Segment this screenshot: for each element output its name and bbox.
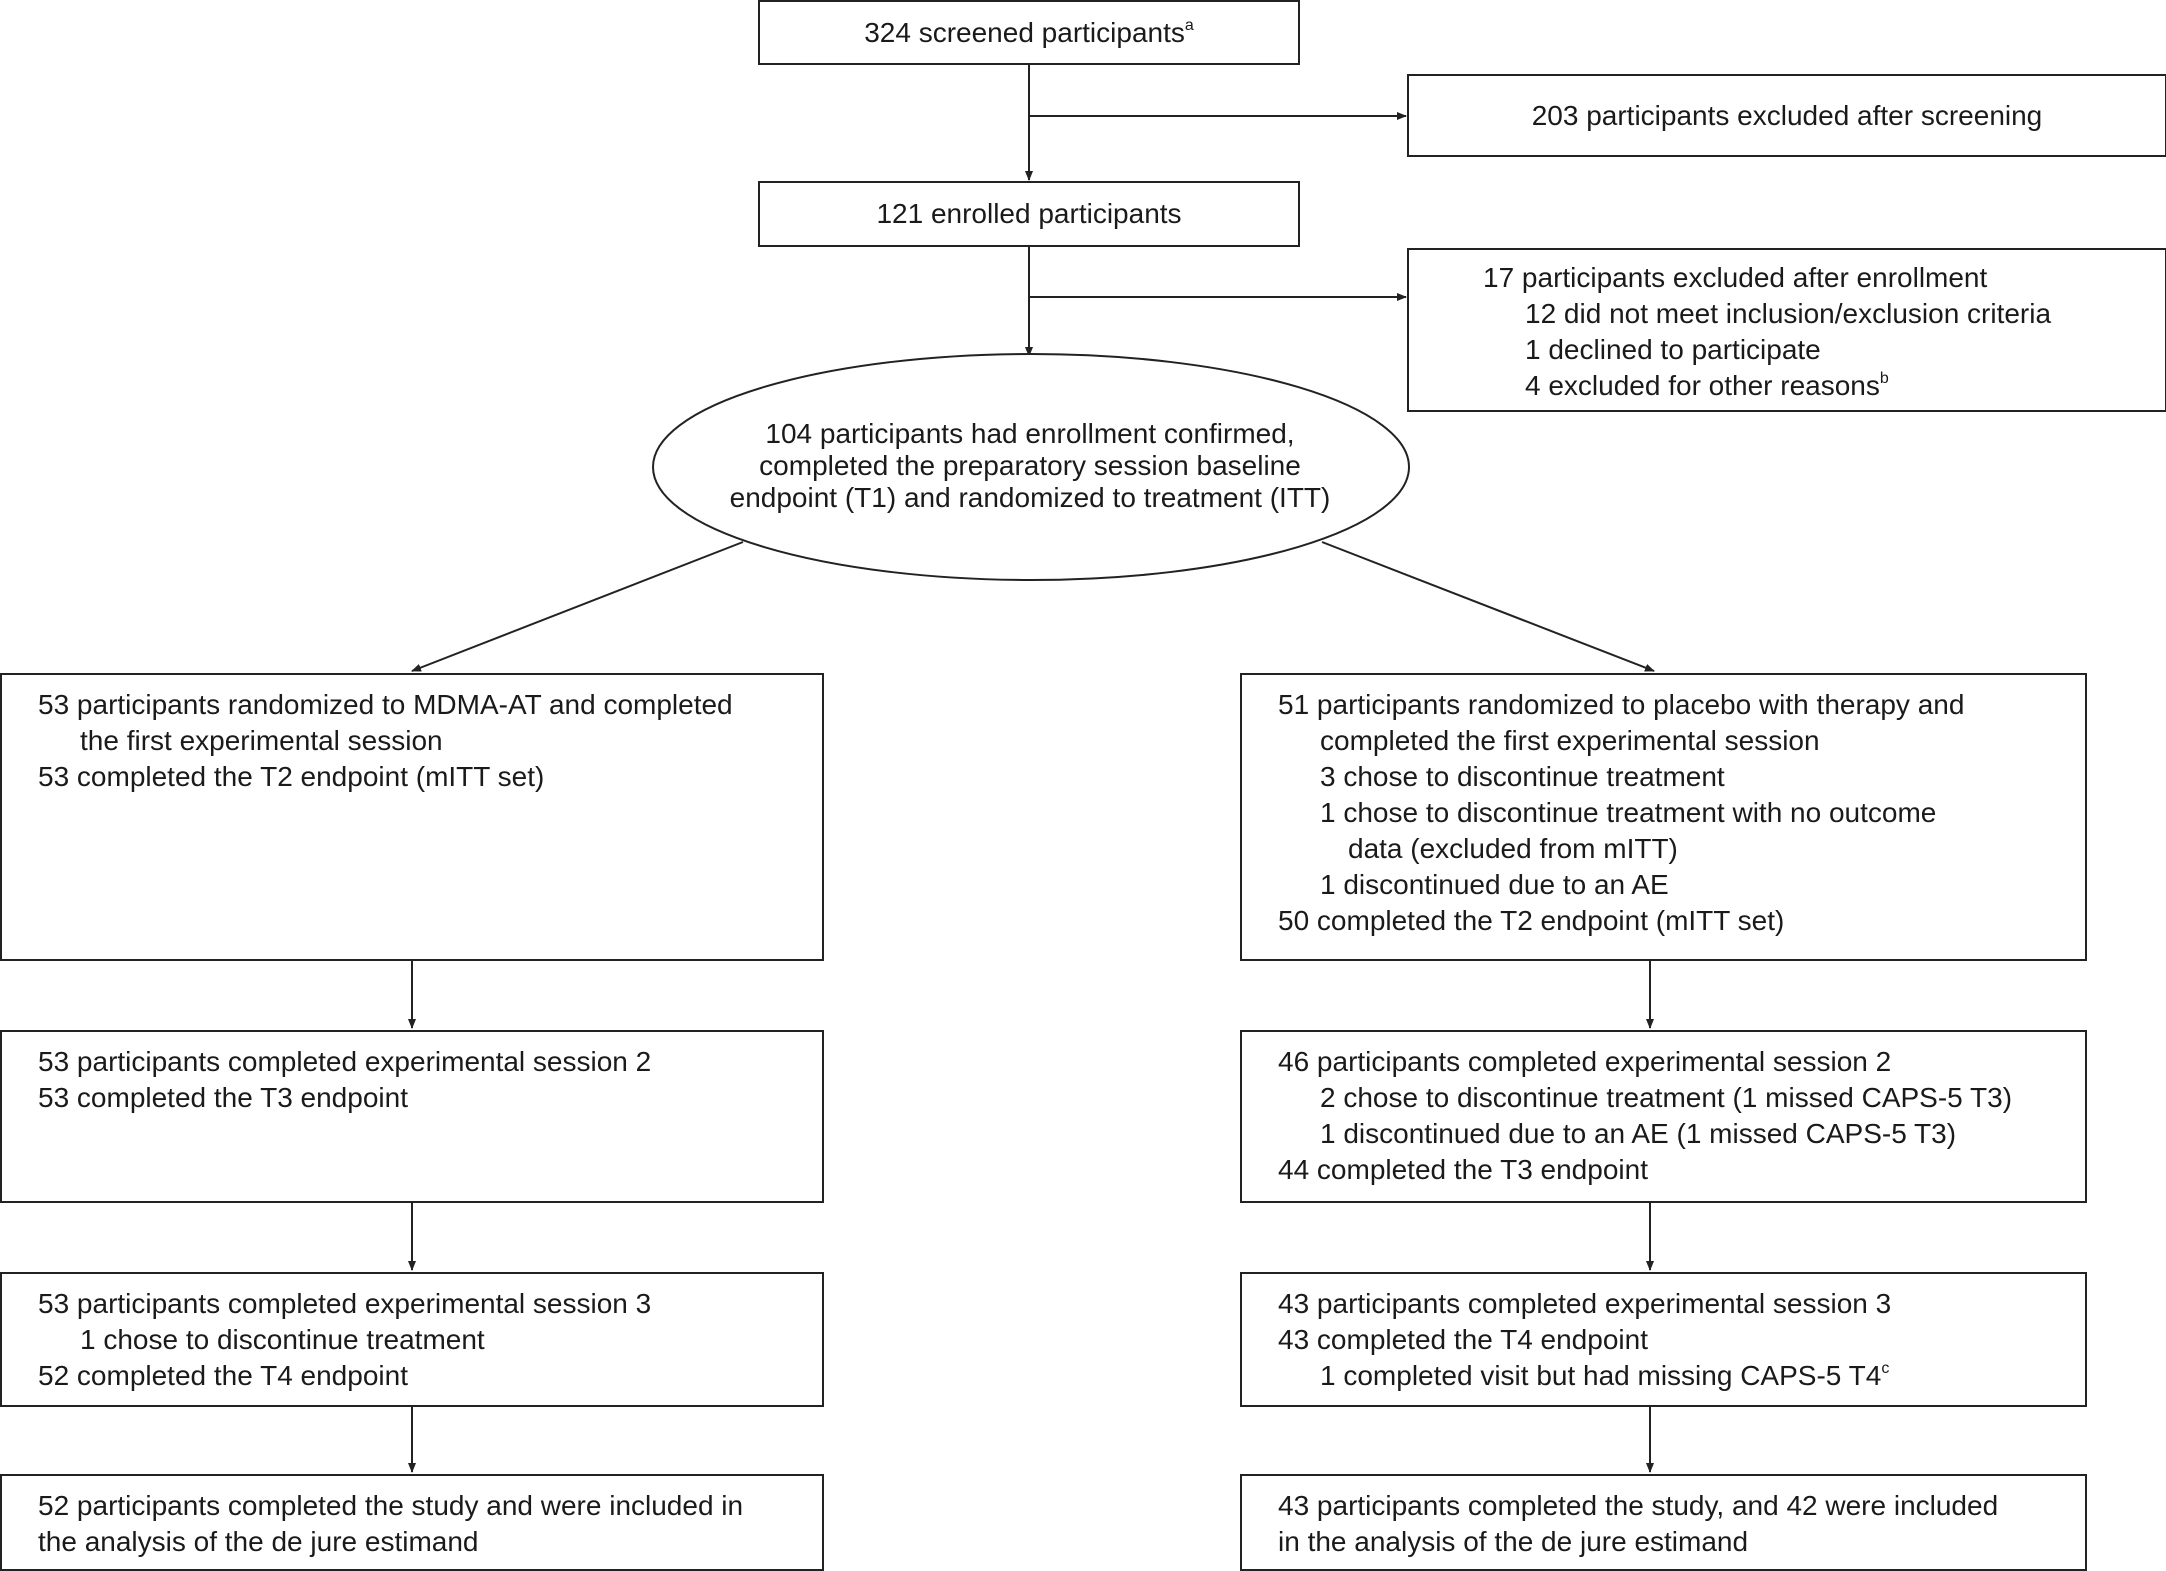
mdma-box-1-line: 53 participants randomized to MDMA-AT an… [38, 689, 733, 720]
randomized-line: 104 participants had enrollment confirme… [765, 418, 1295, 449]
mdma-box-2-line: 53 completed the T3 endpoint [38, 1082, 408, 1113]
randomized-line: completed the preparatory session baseli… [759, 450, 1301, 481]
arrow-randomized-to-mdma [411, 541, 744, 672]
mdma-box-3: 53 participants completed experimental s… [0, 1272, 824, 1407]
randomized-ellipse [652, 353, 1410, 581]
placebo-box-4-line: 43 participants completed the study, and… [1278, 1490, 1999, 1521]
placebo-box-3: 43 participants completed experimental s… [1240, 1272, 2087, 1407]
placebo-box-2: 46 participants completed experimental s… [1240, 1030, 2087, 1203]
placebo-box-1-line: data (excluded from mITT) [1348, 833, 1678, 864]
mdma-box-4-line: the analysis of the de jure estimand [38, 1526, 479, 1557]
placebo-box-1: 51 participants randomized to placebo wi… [1240, 673, 2087, 961]
placebo-box-3-line: 1 completed visit but had missing CAPS-5… [1320, 1360, 1890, 1391]
placebo-box-2-line: 44 completed the T3 endpoint [1278, 1154, 1648, 1185]
screened-box: 324 screened participantsa [758, 0, 1300, 65]
mdma-box-1-line: 53 completed the T2 endpoint (mITT set) [38, 761, 545, 792]
enrolled-box: 121 enrolled participants [758, 181, 1300, 247]
placebo-box-1-line: 3 chose to discontinue treatment [1320, 761, 1725, 792]
mdma-box-1: 53 participants randomized to MDMA-AT an… [0, 673, 824, 961]
placebo-box-4: 43 participants completed the study, and… [1240, 1474, 2087, 1571]
placebo-box-1-line: 1 discontinued due to an AE [1320, 869, 1669, 900]
excluded-enrollment-item: 1 declined to participate [1525, 334, 1821, 365]
mdma-box-4-line: 52 participants completed the study and … [38, 1490, 744, 1521]
placebo-box-3-line: 43 completed the T4 endpoint [1278, 1324, 1648, 1355]
mdma-box-2: 53 participants completed experimental s… [0, 1030, 824, 1203]
mdma-box-1-line: the first experimental session [80, 725, 443, 756]
excluded-enrollment-title: 17 participants excluded after enrollmen… [1483, 262, 1988, 293]
placebo-box-1-line: 50 completed the T2 endpoint (mITT set) [1278, 905, 1785, 936]
placebo-box-2-line: 46 participants completed experimental s… [1278, 1046, 1892, 1077]
mdma-box-3-line: 52 completed the T4 endpoint [38, 1360, 408, 1391]
placebo-box-1-line: 1 chose to discontinue treatment with no… [1320, 797, 1937, 828]
mdma-box-3-line: 53 participants completed experimental s… [38, 1288, 652, 1319]
placebo-box-1-line: 51 participants randomized to placebo wi… [1278, 689, 1965, 720]
excluded-screening-box: 203 participants excluded after screenin… [1407, 74, 2166, 157]
placebo-box-1-line: completed the first experimental session [1320, 725, 1820, 756]
screened-label: 324 screened participantsa [864, 16, 1194, 48]
randomized-line: endpoint (T1) and randomized to treatmen… [729, 482, 1331, 513]
mdma-box-3-line: 1 chose to discontinue treatment [80, 1324, 485, 1355]
mdma-box-4: 52 participants completed the study and … [0, 1474, 824, 1571]
placebo-box-4-line: in the analysis of the de jure estimand [1278, 1526, 1749, 1557]
placebo-box-2-line: 2 chose to discontinue treatment (1 miss… [1320, 1082, 2013, 1113]
placebo-box-2-line: 1 discontinued due to an AE (1 missed CA… [1320, 1118, 1957, 1149]
mdma-box-2-line: 53 participants completed experimental s… [38, 1046, 652, 1077]
excluded-enrollment-box: 17 participants excluded after enrollmen… [1407, 248, 2166, 412]
arrow-randomized-to-placebo [1321, 541, 1655, 672]
randomized-label: 104 participants had enrollment confirme… [680, 418, 1380, 514]
excluded-screening-label: 203 participants excluded after screenin… [1531, 99, 2043, 131]
enrolled-label: 121 enrolled participants [876, 198, 1182, 229]
placebo-box-3-line: 43 participants completed experimental s… [1278, 1288, 1892, 1319]
excluded-enrollment-item: 12 did not meet inclusion/exclusion crit… [1525, 298, 2052, 329]
excluded-enrollment-item: 4 excluded for other reasonsb [1525, 370, 1889, 401]
